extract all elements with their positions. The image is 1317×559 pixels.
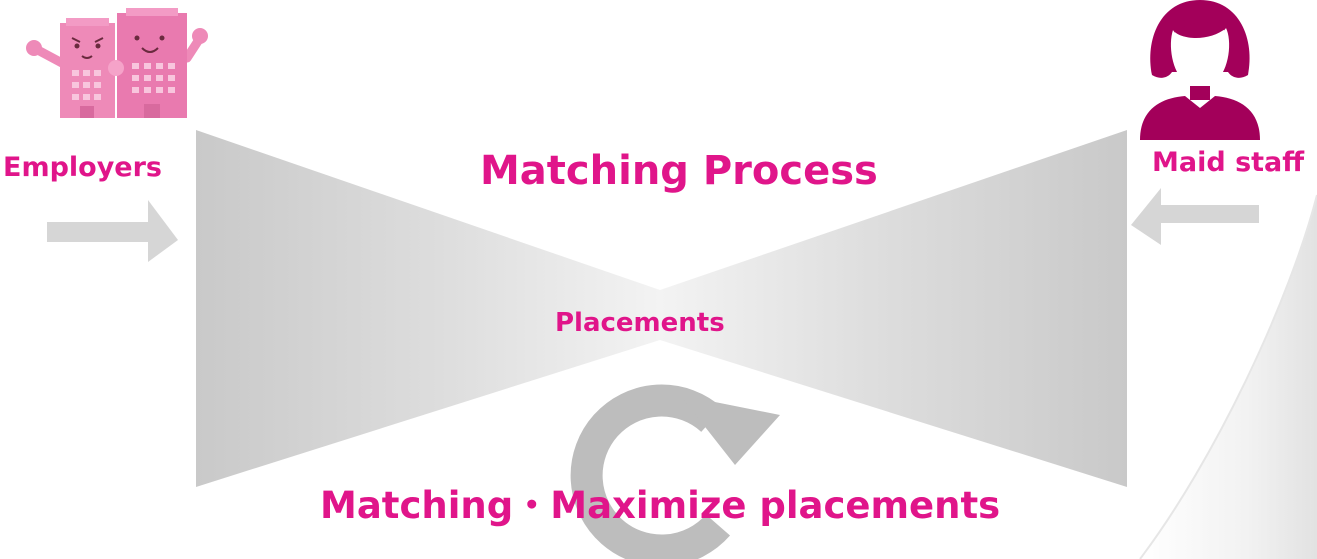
placements-label: Placements [555, 308, 725, 338]
arrow-right-icon [47, 200, 178, 262]
arrow-left-icon [1131, 188, 1259, 245]
right-funnel [660, 130, 1127, 487]
cycle-arrow-icon [570, 384, 780, 559]
employers-label: Employers [3, 152, 163, 183]
left-funnel [196, 130, 660, 487]
page-curl [1140, 195, 1317, 559]
maid-staff-label: Maid staff [1152, 147, 1305, 178]
bottom-caption: Matching・Maximize placements [320, 484, 1001, 527]
female-staff-icon [1140, 0, 1260, 140]
diagram-title: Matching Process [480, 148, 878, 194]
employer-buildings-icon [26, 8, 208, 118]
